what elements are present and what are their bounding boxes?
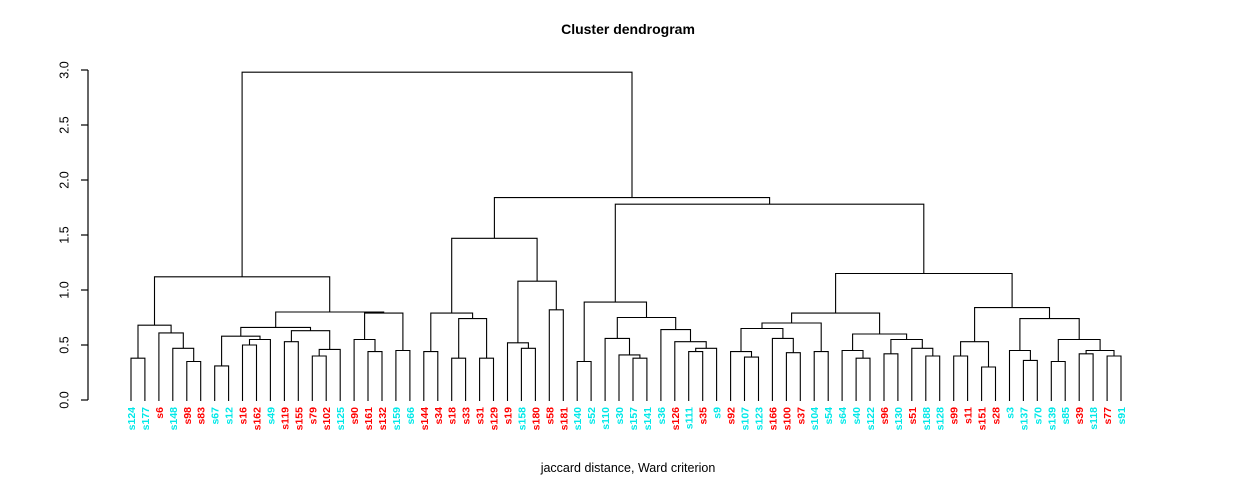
leaf-label: s151	[977, 407, 989, 431]
leaf-label: s102	[321, 407, 333, 431]
leaf-label: s11	[963, 407, 975, 424]
leaf-label: s90	[349, 407, 361, 425]
leaf-label: s30	[614, 407, 626, 425]
leaf-label: s161	[363, 407, 375, 431]
leaf-label: s66	[405, 407, 417, 425]
leaf-label: s104	[809, 407, 821, 431]
leaf-label: s98	[182, 407, 194, 425]
leaf-label: s188	[921, 407, 933, 431]
leaf-label: s119	[279, 407, 291, 430]
leaf-label: s51	[907, 407, 919, 425]
leaf-label: s34	[433, 407, 445, 425]
leaf-label: s9	[712, 407, 724, 419]
leaf-label: s128	[935, 407, 947, 431]
leaf-label: s157	[628, 407, 640, 431]
leaf-label: s159	[391, 407, 403, 431]
leaf-label: s162	[251, 407, 263, 431]
leaf-label: s79	[307, 407, 319, 425]
dendrogram-links	[130, 71, 1122, 401]
leaf-label: s177	[140, 407, 152, 431]
leaf-label: s64	[837, 407, 849, 425]
leaf-label: s158	[516, 407, 528, 431]
leaf-label: s132	[377, 407, 389, 431]
leaf-label: s118	[1088, 407, 1100, 430]
leaf-label: s124	[126, 407, 138, 431]
leaf-label: s37	[795, 407, 807, 425]
leaf-label: s148	[168, 407, 180, 431]
leaf-label: s49	[265, 407, 277, 425]
leaf-label: s137	[1018, 407, 1030, 431]
leaf-label: s35	[698, 407, 710, 425]
leaf-label: s18	[447, 407, 459, 425]
y-tick-label: 2.5	[57, 116, 71, 133]
leaf-label: s33	[461, 407, 473, 425]
leaf-label: s110	[600, 407, 612, 430]
leaf-label: s129	[489, 407, 501, 431]
leaf-label: s111	[684, 407, 696, 429]
leaf-label: s70	[1032, 407, 1044, 425]
leaf-label: s6	[154, 407, 166, 419]
leaf-label: s40	[851, 407, 863, 425]
y-tick-label: 1.0	[57, 281, 71, 298]
leaf-label: s144	[419, 407, 431, 431]
y-tick-label: 3.0	[57, 61, 71, 78]
dendrogram-tree	[130, 71, 1122, 401]
leaf-label: s91	[1116, 407, 1128, 425]
leaf-label: s92	[726, 407, 738, 425]
leaf-label: s12	[224, 407, 236, 425]
y-axis: 0.0 0.5 1.0 1.5 2.0 2.5 3.0	[57, 61, 89, 409]
leaf-label: s52	[586, 407, 598, 425]
leaf-label: s181	[558, 407, 570, 431]
leaf-label: s54	[823, 407, 835, 425]
leaf-label: s122	[865, 407, 877, 431]
leaf-label: s139	[1046, 407, 1058, 431]
leaf-label: s107	[740, 407, 752, 431]
leaf-label: s36	[656, 407, 668, 425]
leaf-label: s39	[1074, 407, 1086, 425]
leaf-label: s130	[893, 407, 905, 431]
y-tick-label: 1.5	[57, 226, 71, 243]
leaf-label: s83	[196, 407, 208, 425]
leaf-label: s85	[1060, 407, 1072, 425]
leaf-label: s140	[572, 407, 584, 431]
leaf-label: s141	[642, 407, 654, 431]
leaf-label: s31	[475, 407, 487, 425]
axis-caption: jaccard distance, Ward criterion	[540, 461, 716, 475]
leaf-label: s67	[210, 407, 222, 425]
y-tick-label: 0.5	[57, 336, 71, 353]
leaf-label: s125	[335, 407, 347, 431]
leaf-label: s58	[544, 407, 556, 425]
leaf-label: s155	[293, 407, 305, 431]
leaf-label: s96	[879, 407, 891, 425]
leaf-label: s77	[1102, 407, 1114, 425]
leaf-label: s28	[991, 407, 1003, 425]
leaf-label: s16	[238, 407, 250, 425]
y-tick-label: 2.0	[57, 171, 71, 188]
leaf-label: s123	[753, 407, 765, 431]
leaf-label: s126	[670, 407, 682, 431]
leaf-label: s3	[1004, 407, 1016, 419]
leaf-label: s180	[530, 407, 542, 431]
leaf-label: s19	[502, 407, 514, 425]
leaf-label: s100	[781, 407, 793, 431]
y-tick-label: 0.0	[57, 391, 71, 408]
chart-title: Cluster dendrogram	[561, 21, 695, 37]
leaf-label: s166	[767, 407, 779, 431]
leaf-label: s99	[949, 407, 961, 425]
